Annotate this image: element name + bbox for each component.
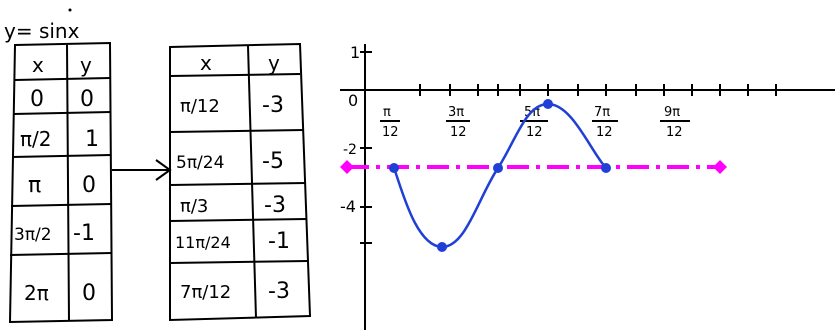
key-point	[601, 163, 611, 173]
stray-dot	[68, 8, 72, 12]
x-tick-num: 3π	[448, 105, 464, 120]
table1-row1-y: 0	[80, 87, 94, 112]
key-points	[389, 99, 611, 252]
arrow-icon	[112, 159, 172, 181]
table1-row4-x: 3π/2	[14, 225, 52, 245]
table2-row1-x: π/12	[180, 96, 220, 117]
table1-row3-y: 0	[82, 173, 96, 198]
table2-row1-y: -3	[262, 93, 284, 118]
y-tick-label: -4	[340, 197, 356, 216]
key-point	[543, 99, 553, 109]
table2-row4-y: -1	[268, 229, 290, 254]
y-tick-label: 0	[348, 91, 358, 110]
table2-row2-x: 5π/24	[176, 153, 224, 173]
table1-row5-y: 0	[82, 281, 96, 306]
midline-right-arrow-icon	[713, 160, 727, 174]
key-point	[437, 242, 447, 252]
x-tick-den: 12	[526, 125, 543, 140]
graph-axes	[340, 44, 835, 330]
y-tick-label: -2	[343, 142, 357, 158]
function-title: y= sinx	[4, 19, 80, 43]
table2-row5-x: 7π/12	[180, 282, 231, 303]
table2-row3-x: π/3	[180, 196, 208, 217]
table-sin-basic	[8, 41, 114, 324]
table1-row2-x: π/2	[20, 127, 52, 151]
y-tick-label: 1	[350, 43, 360, 62]
key-point	[389, 163, 399, 173]
table2-row2-y: -5	[262, 149, 284, 174]
table1-row1-x: 0	[30, 87, 44, 112]
midline-left-arrow-icon	[340, 160, 354, 174]
x-tick-num: 9π	[664, 105, 680, 120]
x-tick-den: 12	[382, 125, 399, 140]
table-transformed	[169, 42, 312, 322]
x-tick-labels: π 12 3π 12 5π 12 7π 12 9π 12	[380, 105, 690, 140]
table1-row5-x: 2π	[24, 281, 49, 305]
x-tick-num: π	[383, 105, 391, 120]
sine-curve	[392, 102, 607, 249]
table1-row2-y: 1	[85, 127, 99, 152]
table2-row4-x: 11π/24	[175, 233, 231, 252]
table1-header-y: y	[80, 53, 92, 77]
x-tick-den: 12	[450, 125, 467, 140]
table2-row3-y: -3	[264, 193, 286, 218]
table2-header-x: x	[200, 51, 212, 75]
x-tick-den: 12	[666, 125, 683, 140]
table2-header-y: y	[268, 51, 280, 75]
x-tick-den: 12	[596, 125, 613, 140]
table2-row5-y: -3	[268, 279, 290, 304]
table1-header-x: x	[32, 53, 44, 77]
table1-row4-y: -1	[73, 221, 95, 246]
table1-row3-x: π	[28, 173, 41, 198]
x-tick-num: 7π	[594, 105, 610, 120]
key-point	[493, 163, 503, 173]
